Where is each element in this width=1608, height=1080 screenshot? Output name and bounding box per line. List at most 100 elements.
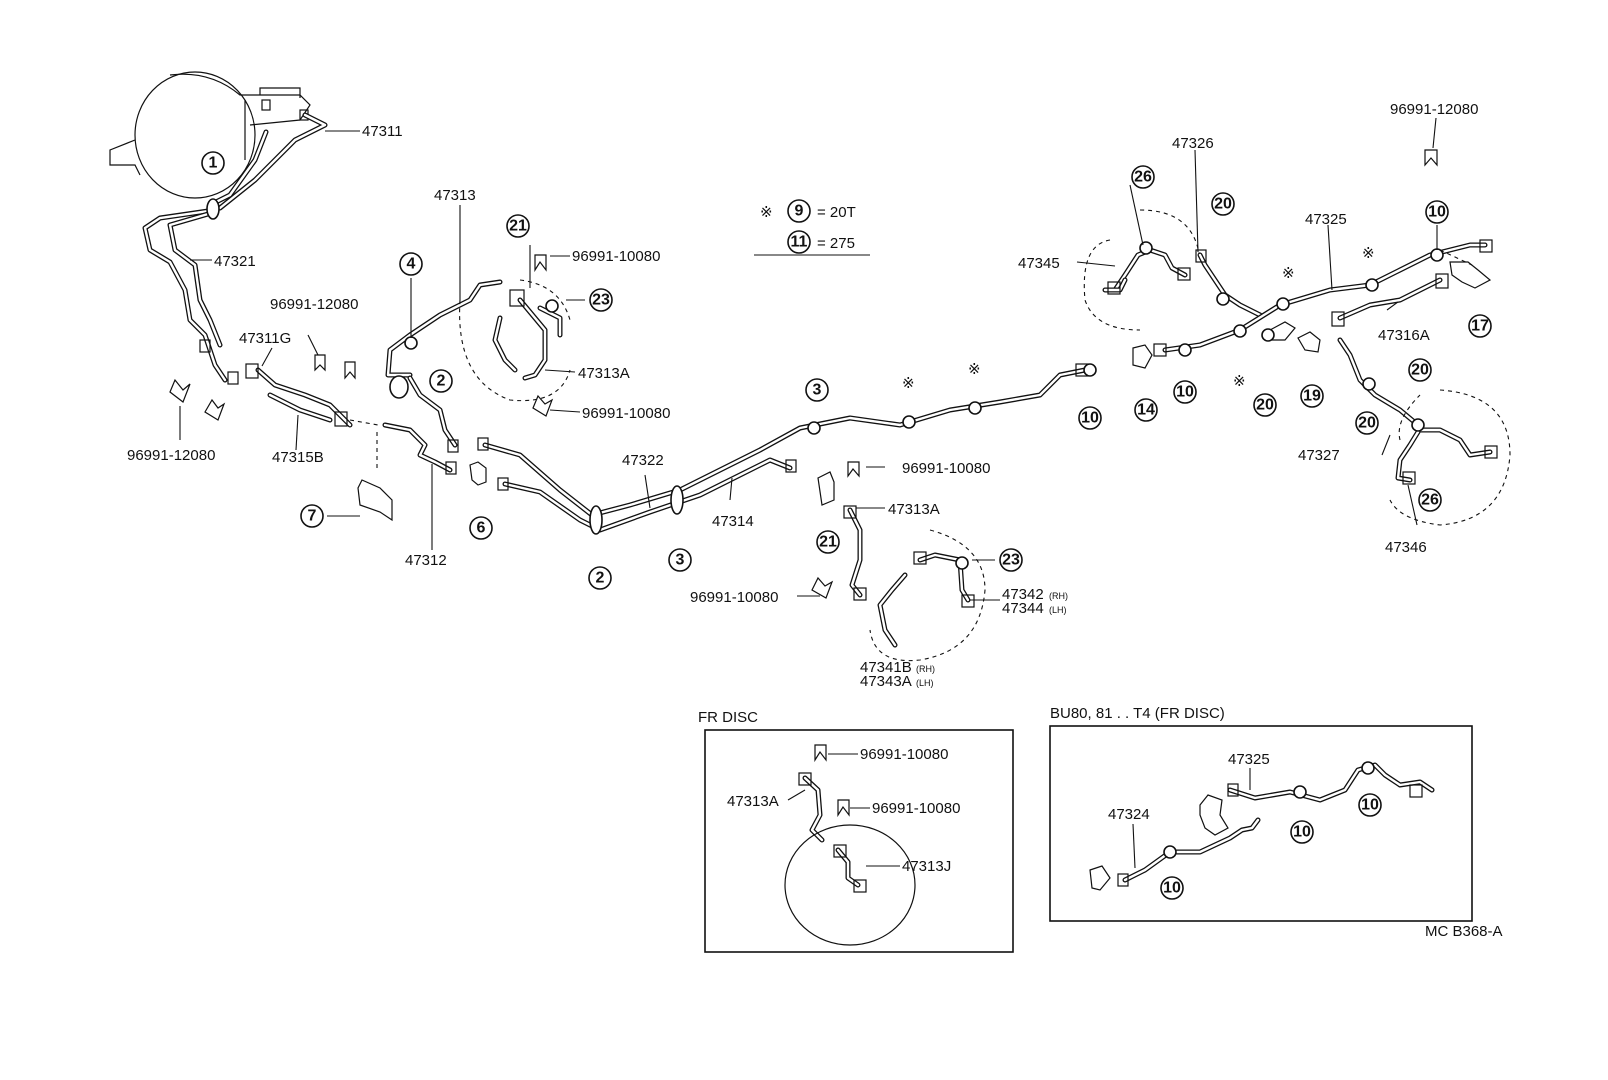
label-96991-12080-c: 96991-12080 [1390,101,1478,118]
label-47326: 47326 [1172,135,1214,152]
callout-21-a: 21 [506,214,530,238]
label-47315B: 47315B [272,449,324,466]
inset-bu80-callout-10-a: 10 [1163,880,1181,897]
hose-47315B [245,363,353,428]
callout-10-c: 10 [1425,200,1449,224]
clamp-6 [469,461,487,486]
svg-text:26: 26 [1134,169,1152,186]
svg-text:4: 4 [407,256,416,273]
callout-6: 6 [469,516,493,540]
label-47312: 47312 [405,552,447,569]
brake-booster-drawing [109,71,311,199]
callout-23-a: 23 [589,288,613,312]
torque-legend: ※ 9 = 20T 11 = 275 [754,199,870,256]
label-47341B: 47341B [860,659,912,676]
inset-fr-label-47313J: 47313J [902,858,951,875]
svg-text:※: ※ [968,361,981,378]
svg-text:3: 3 [813,382,822,399]
bracket-21 [817,471,835,506]
inset-bu80-frame [1049,725,1473,922]
svg-text:20: 20 [1214,196,1232,213]
svg-text:20: 20 [1411,362,1429,379]
label-47316A: 47316A [1378,327,1430,344]
label-96991-12080-a: 96991-12080 [127,447,215,464]
legend-callout-9: 9 [795,203,804,220]
label-47313A-top: 47313A [578,365,630,382]
label-47327: 47327 [1298,447,1340,464]
label-lh-a: (LH) [1049,605,1067,615]
callout-21-b: 21 [816,530,840,554]
svg-text:10: 10 [1081,410,1099,427]
svg-text:10: 10 [1428,204,1446,221]
svg-text:19: 19 [1303,388,1321,405]
bracket-7 [357,479,393,522]
label-47311G: 47311G [239,330,291,347]
tube-47322 [482,367,1088,518]
diagram-code: MC B368-A [1425,923,1503,940]
svg-text:※: ※ [1362,245,1375,262]
callout-20-a: 20 [1211,192,1235,216]
inset-fr-label-47313A: 47313A [727,793,779,810]
callout-2-b: 2 [588,566,612,590]
tube-47311 [207,112,328,211]
inset-bu80-title: BU80, 81 . . T4 (FR DISC) [1050,705,1225,722]
leader-lines [179,117,1438,601]
inset-bu80-label-47324: 47324 [1108,806,1150,823]
label-47344: 47344 [1002,600,1044,617]
callout-19: 19 [1300,384,1324,408]
inset-bu80-callout-10-c: 10 [1361,797,1379,814]
label-47342: 47342 [1002,586,1044,603]
callout-1: 1 [201,151,225,175]
label-47345: 47345 [1018,255,1060,272]
tube-47312 [382,422,457,475]
callout-10-b: 10 [1173,380,1197,404]
inset-bu80: BU80, 81 . . T4 (FR DISC) 47325 47324 10… [1049,705,1473,922]
label-96991-12080-b: 96991-12080 [270,296,358,313]
label-lh-b: (LH) [916,678,934,688]
tube-47321 [142,207,228,383]
torque-marks: ※ ※ ※ ※ ※ [902,245,1375,392]
callout-7: 7 [300,504,324,528]
callout-26-a: 26 [1131,165,1155,189]
svg-text:※: ※ [1233,373,1246,390]
svg-text:2: 2 [437,373,446,390]
inset-fr-label-96991-10080-a: 96991-10080 [860,746,948,763]
svg-text:17: 17 [1471,318,1489,335]
inset-fr-label-96991-10080-b: 96991-10080 [872,800,960,817]
legend-callout-11: 11 [791,234,808,251]
label-rh-b: (RH) [916,664,935,674]
tube-47313 [385,279,503,448]
part-labels: 47311 47321 96991-12080 47311G 96991-120… [127,101,1478,690]
inset-fr-disc-title: FR DISC [698,709,758,726]
label-47313A-mid: 47313A [888,501,940,518]
label-96991-10080-b: 96991-10080 [582,405,670,422]
callout-26-b: 26 [1418,488,1442,512]
callout-3-a: 3 [668,548,692,572]
tube-47314 [502,457,793,533]
callout-17: 17 [1468,314,1492,338]
label-47325: 47325 [1305,211,1347,228]
svg-text:20: 20 [1358,415,1376,432]
label-rh-a: (RH) [1049,591,1068,601]
callouts: 1 2 2 3 3 4 6 7 10 10 10 14 17 19 20 20 … [201,151,1492,590]
junction-clamp-1 [206,198,220,220]
rear-lower-brake-assembly [1337,337,1511,526]
svg-text:※: ※ [902,375,915,392]
svg-text:14: 14 [1137,402,1155,419]
label-47343A: 47343A [860,673,912,690]
svg-text:26: 26 [1421,492,1439,509]
label-96991-10080-d: 96991-10080 [690,589,778,606]
clip-icon-group-left [169,354,356,421]
front-left-brake-drum [459,279,571,402]
tube-47325 [1153,239,1493,357]
svg-text:23: 23 [592,292,610,309]
callout-20-b: 20 [1253,393,1277,417]
svg-text:10: 10 [1176,384,1194,401]
svg-text:6: 6 [477,520,486,537]
callout-23-b: 23 [999,548,1023,572]
callout-10-a: 10 [1078,406,1102,430]
tube-47326 [1195,249,1263,318]
svg-text:※: ※ [1282,265,1295,282]
legend-value-11: = 275 [817,235,855,252]
